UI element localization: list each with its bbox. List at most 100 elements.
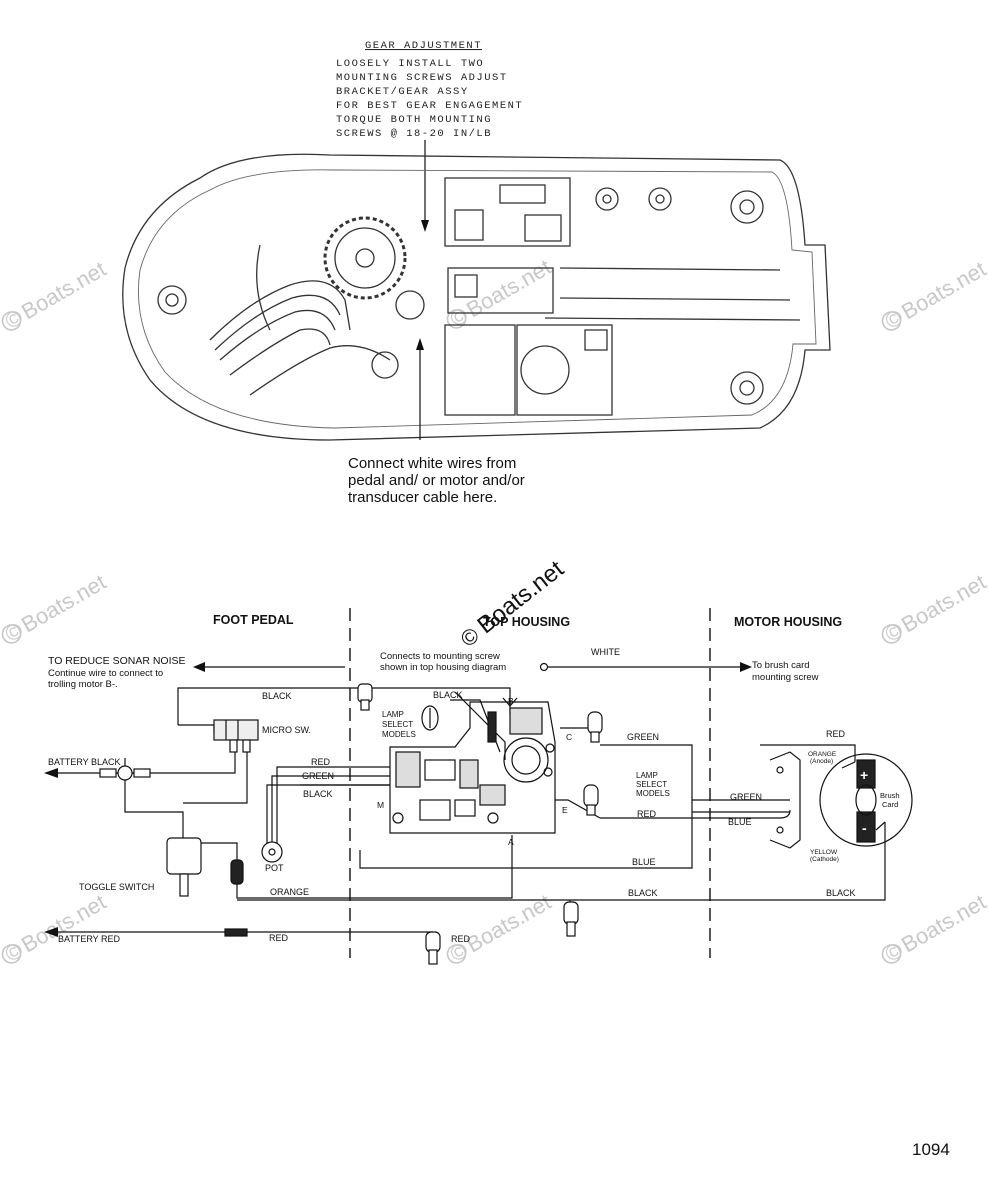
section-title-foot-pedal: FOOT PEDAL xyxy=(213,613,294,627)
sonar-note-title: TO REDUCE SONAR NOISE xyxy=(48,655,186,667)
junction xyxy=(117,765,133,781)
battery-red-arrowhead xyxy=(44,927,58,937)
gear-hub xyxy=(395,290,425,320)
green-wire-c xyxy=(560,727,605,746)
red-left-label: RED xyxy=(311,757,331,767)
sonar-note-line: Continue wire to connect to xyxy=(48,668,163,679)
pot-label: POT xyxy=(265,863,284,873)
red-motor-label: RED xyxy=(826,729,846,739)
mount-screw-dot xyxy=(539,662,549,672)
green-wire xyxy=(271,775,390,845)
top-housing-drawing xyxy=(122,153,831,441)
gear-note-line: TORQUE BOTH MOUNTING xyxy=(336,114,492,126)
black-top-label: BLACK xyxy=(262,691,292,701)
connect-note-line: pedal and/ or motor and/or xyxy=(348,472,525,489)
brush-screw-note: To brush card xyxy=(752,660,810,671)
green-right-label: GREEN xyxy=(627,732,659,742)
brush-card xyxy=(769,751,913,849)
connector-pin xyxy=(360,699,370,711)
orange-anode-label: ORANGE xyxy=(808,751,837,758)
yellow-cathode-label: YELLOW xyxy=(810,849,838,856)
circuit-board xyxy=(447,267,554,314)
gear-note-line: SCREWS @ 18-20 IN/LB xyxy=(336,128,492,140)
battery-black-branch xyxy=(124,773,184,840)
connect-leader-arrow xyxy=(416,338,424,350)
connectors xyxy=(99,683,603,965)
gear-note-line: MOUNTING SCREWS ADJUST xyxy=(336,72,508,84)
micro-switch xyxy=(213,719,259,741)
lamp-right-label: MODELS xyxy=(636,789,670,798)
terminal-a-label: A xyxy=(508,837,514,847)
toggle-switch-label: TOGGLE SWITCH xyxy=(79,882,154,892)
black-bottom-label: BLACK xyxy=(628,888,658,898)
watermark-text: Boats.net xyxy=(897,889,989,957)
housing-hole xyxy=(730,371,764,405)
sonar-note-line: trolling motor B-. xyxy=(48,679,118,690)
micro-switch-wire xyxy=(178,724,215,733)
blue-motor-label: BLUE xyxy=(728,817,752,827)
lamp-right-label: SELECT xyxy=(636,780,667,789)
red-wire xyxy=(276,766,390,845)
inline-fuse xyxy=(230,859,244,885)
gear-leader-arrow xyxy=(421,220,429,232)
toggle-switch-lever xyxy=(179,873,189,897)
terminal-e-label: E xyxy=(562,805,568,815)
watermark-text: Boats.net xyxy=(17,569,110,637)
housing-outline xyxy=(122,153,831,441)
brush-screw-note: mounting screw xyxy=(752,672,819,683)
gear-note-line: BRACKET/GEAR ASSY xyxy=(336,86,469,98)
red-brush-wire xyxy=(790,744,856,762)
battery-black-label: BATTERY BLACK xyxy=(48,757,121,767)
battery-red-fuse xyxy=(224,928,248,937)
circuit-board xyxy=(516,324,613,416)
watermark-text: Boats.net xyxy=(897,256,989,324)
toggle-switch-body xyxy=(166,837,202,875)
watermark-text: Boats.net xyxy=(17,256,110,324)
blue-label: BLUE xyxy=(632,857,656,867)
wire-bundle xyxy=(209,280,351,341)
housing-hole xyxy=(595,187,619,211)
lamp-left-label: MODELS xyxy=(382,730,416,739)
watermark-text: Boats.net xyxy=(897,569,989,637)
orange-anode-label: (Anode) xyxy=(810,758,833,765)
section-title-motor-housing: MOTOR HOUSING xyxy=(734,615,842,629)
connector xyxy=(357,683,373,703)
brush-card-ring xyxy=(819,753,913,847)
connector xyxy=(583,784,599,808)
board-capacitor xyxy=(503,737,549,783)
lamp-right-label: LAMP xyxy=(636,771,658,780)
black-right-label: BLACK xyxy=(826,888,856,898)
brush-card-label: Card xyxy=(882,800,898,809)
housing-hole xyxy=(157,285,187,315)
mount-screw-note: Connects to mounting screw xyxy=(380,651,500,662)
yellow-cathode-label: (Cathode) xyxy=(810,856,839,863)
mount-screw-note: shown in top housing diagram xyxy=(380,662,506,673)
housing-hole xyxy=(648,187,672,211)
watermark-text: Boats.net xyxy=(17,889,110,957)
battery-red-label: BATTERY RED xyxy=(58,934,121,944)
lamp-left-label: LAMP xyxy=(382,710,404,719)
terminal-b-label: B xyxy=(508,696,514,706)
gear-adjustment-note: GEAR ADJUSTMENT LOOSELY INSTALL TWO MOUN… xyxy=(336,40,522,140)
blue-wire xyxy=(359,744,693,869)
housing-inner-outline xyxy=(137,169,817,429)
red-conn-label: RED xyxy=(451,934,471,944)
battery-black-arrowhead xyxy=(44,768,58,778)
connector xyxy=(425,931,441,953)
connect-note-line: transducer cable here. xyxy=(348,489,497,506)
board-outline xyxy=(389,701,556,834)
green-left-label: GREEN xyxy=(302,771,334,781)
red-bottom-label: RED xyxy=(269,933,289,943)
black-left-label: BLACK xyxy=(303,789,333,799)
connector xyxy=(587,711,603,735)
gear xyxy=(323,216,407,300)
terminal-m-label: M xyxy=(377,800,384,810)
sonar-arrowhead xyxy=(193,662,205,672)
board-component xyxy=(520,345,570,395)
lamp-symbol xyxy=(421,705,439,731)
circuit-board xyxy=(444,324,516,416)
orange-wire xyxy=(200,835,513,899)
control-board xyxy=(389,691,556,834)
housing-hole xyxy=(730,190,764,224)
